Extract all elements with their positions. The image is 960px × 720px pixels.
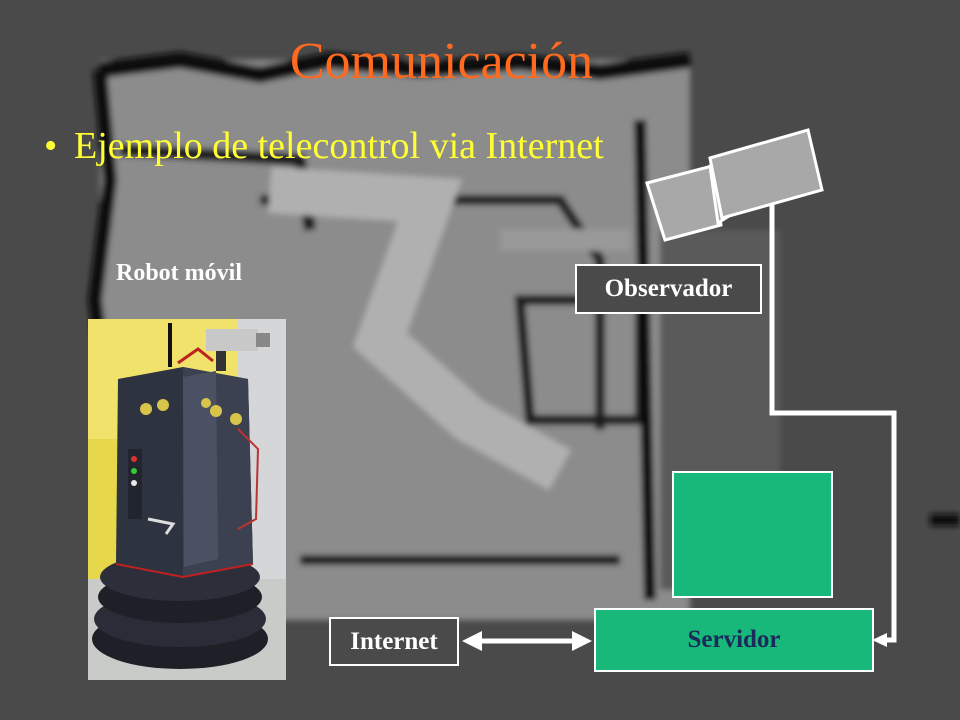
internet-box: Internet [329,617,459,666]
server-box: Servidor [594,608,874,672]
slide-title: Comunicación [289,33,594,90]
monitor-box [672,471,833,598]
robot-photo [88,319,286,680]
camera-icon [645,128,824,242]
bullet-text: Ejemplo de telecontrol via Internet [74,125,604,167]
observer-box: Observador [575,264,762,314]
bullet-item: • Ejemplo de telecontrol via Internet [44,122,604,170]
bullet-dot: • [44,125,58,167]
robot-label: Robot móvil [116,260,242,286]
